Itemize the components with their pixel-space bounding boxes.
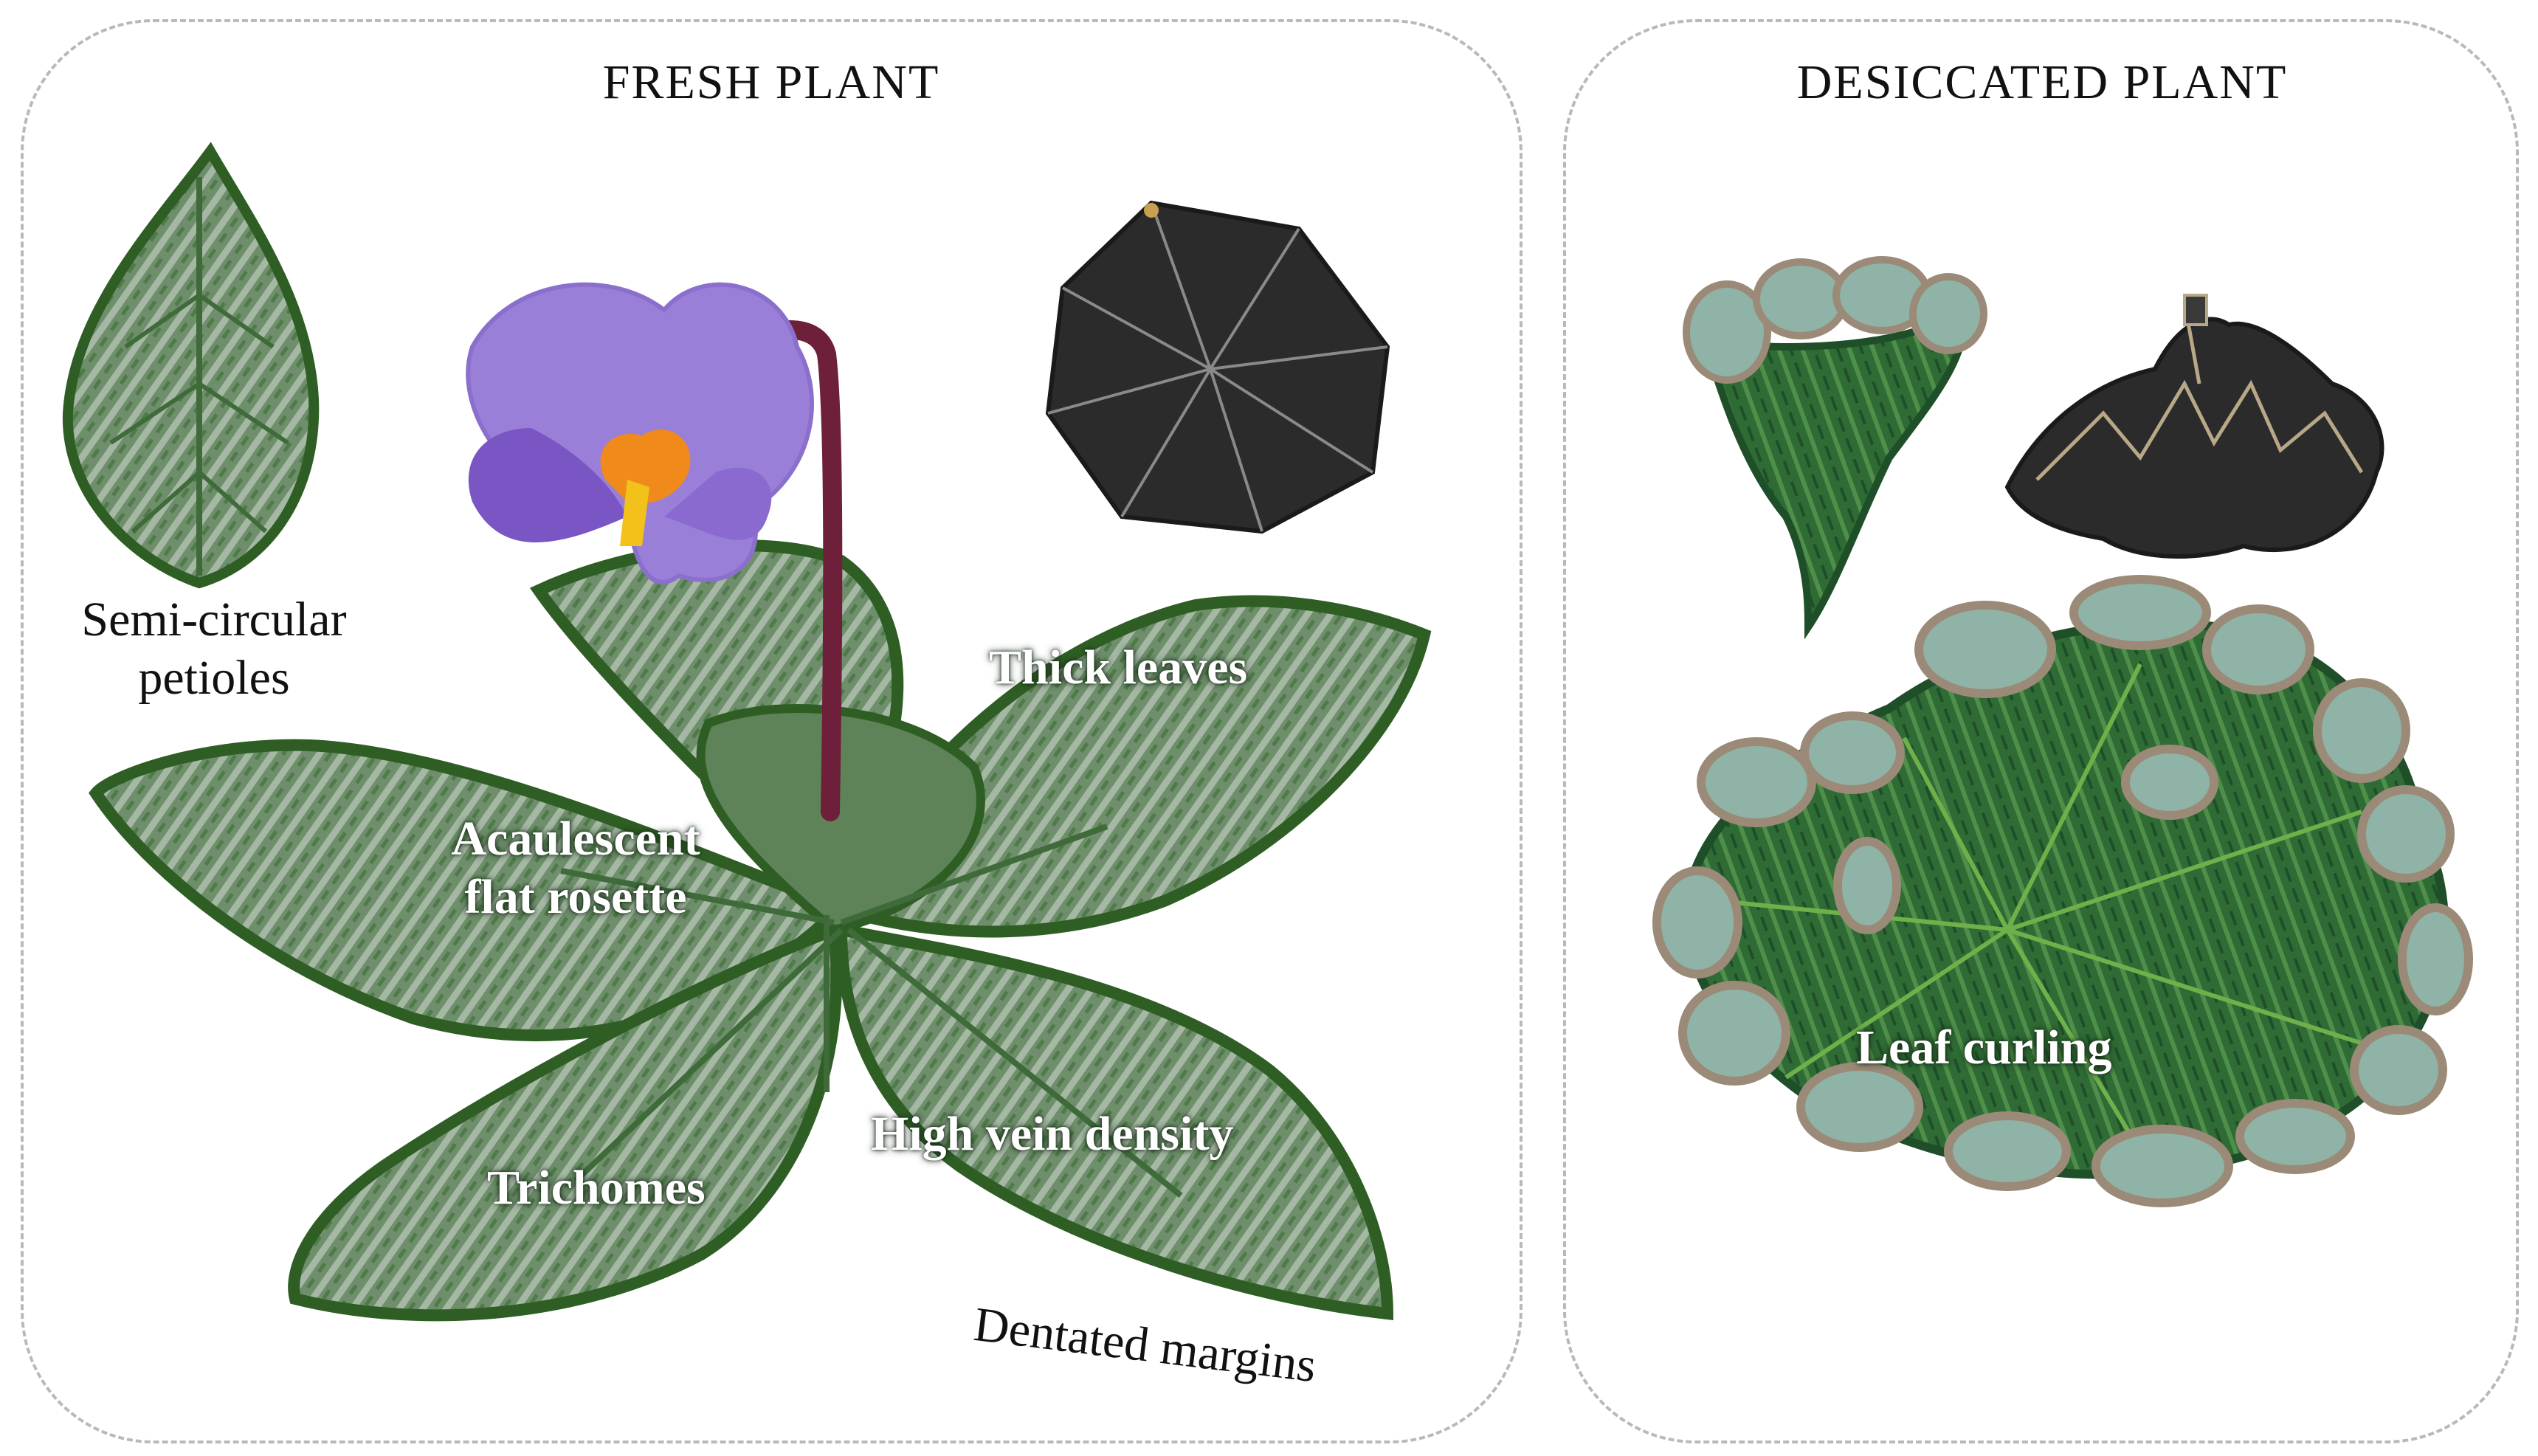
curled-rosette-icon — [1652, 575, 2473, 1207]
rosette-label: Acaulescent flat rosette — [421, 810, 731, 926]
rosette-label-line2: flat rosette — [464, 870, 687, 925]
fresh-plant-title: FRESH PLANT — [602, 55, 940, 109]
flower-icon — [466, 282, 843, 821]
fresh-plant-panel — [21, 19, 1523, 1443]
leaf-curling-label: Leaf curling — [1856, 1021, 2112, 1074]
petioles-label-line2: petioles — [138, 651, 290, 705]
desiccated-plant-title: DESICCATED PLANT — [1796, 55, 2288, 109]
thick-leaves-label: Thick leaves — [989, 641, 1248, 694]
petioles-label-line1: Semi-circular — [81, 593, 347, 646]
shriveled-leaf-icon — [1683, 256, 1987, 640]
closed-umbrella-icon — [2004, 294, 2384, 559]
trichomes-label: Trichomes — [487, 1161, 706, 1215]
petioles-label: Semi-circular petioles — [52, 590, 376, 707]
open-umbrella-icon — [1045, 200, 1390, 534]
vein-density-label: High vein density — [871, 1107, 1234, 1161]
leaf-icon — [62, 142, 320, 589]
rosette-icon — [89, 539, 1432, 1322]
rosette-label-line1: Acaulescent — [451, 812, 700, 866]
desiccated-plant-panel — [1563, 19, 2519, 1443]
